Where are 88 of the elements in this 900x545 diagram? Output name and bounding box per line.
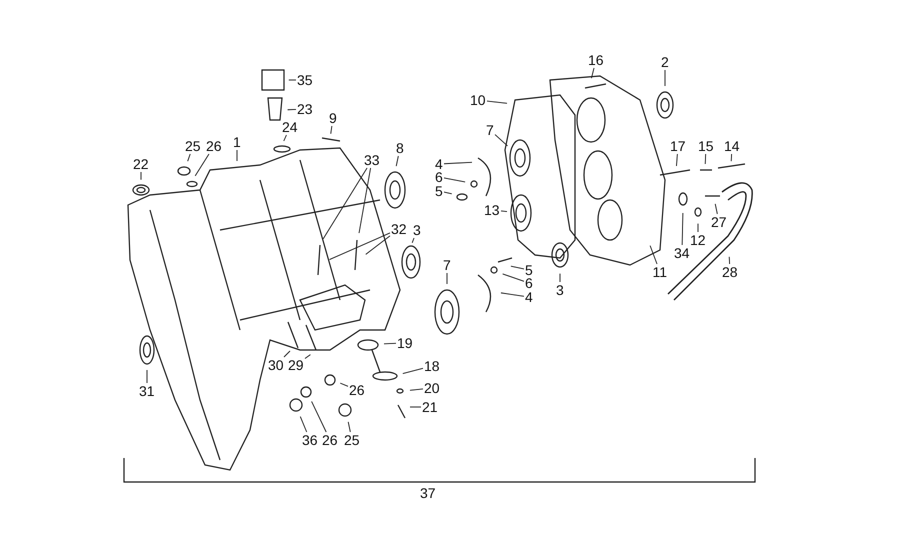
leader-line: [284, 350, 290, 358]
leader-line: [730, 154, 732, 162]
callout-number: 21: [422, 400, 438, 414]
leader-line: [384, 342, 396, 344]
leader-line: [510, 266, 524, 270]
leader-line: [444, 162, 472, 164]
callout-number: 18: [424, 359, 440, 373]
leader-line: [500, 292, 524, 297]
callout-number: 23: [297, 102, 313, 116]
callout-number: 36: [302, 433, 318, 447]
callout-number: 22: [133, 157, 149, 171]
leader-line: [365, 235, 390, 255]
leader-line: [676, 154, 678, 166]
leader-line: [358, 168, 372, 234]
leader-line: [444, 192, 452, 194]
callout-number: 19: [397, 336, 413, 350]
callout-number: 26: [322, 433, 338, 447]
callout-number: 25: [185, 139, 201, 153]
leader-line: [494, 134, 508, 146]
leader-line: [340, 382, 348, 387]
callout-number: 16: [588, 53, 604, 67]
leader-line: [412, 238, 414, 244]
callout-number: 5: [435, 184, 443, 198]
leader-line: [446, 272, 448, 284]
leader-line: [650, 245, 658, 264]
callout-number: 4: [525, 290, 533, 304]
callout-number: 7: [443, 258, 451, 272]
callout-number: 13: [484, 203, 500, 217]
callout-number: 17: [670, 139, 686, 153]
leader-line: [348, 421, 351, 432]
callout-number: 34: [674, 246, 690, 260]
callout-number: 8: [396, 141, 404, 155]
leader-line: [300, 416, 308, 432]
callout-number: 2: [661, 55, 669, 69]
callout-number: 35: [297, 73, 313, 87]
leader-line: [714, 203, 718, 214]
leader-line: [410, 388, 424, 391]
callout-number: 9: [329, 111, 337, 125]
callout-number: 6: [435, 170, 443, 184]
callout-number: 27: [711, 215, 727, 229]
callout-number: 25: [344, 433, 360, 447]
leader-line: [146, 370, 148, 384]
leader-line: [330, 126, 332, 134]
leader-line: [304, 354, 311, 359]
callout-number: 29: [288, 358, 304, 372]
callout-number: 11: [652, 265, 668, 279]
leader-line: [140, 172, 142, 180]
callout-number: 26: [349, 383, 365, 397]
callout-number: 24: [282, 120, 298, 134]
callout-number: 6: [525, 276, 533, 290]
callout-number: 10: [470, 93, 486, 107]
leader-line: [591, 68, 594, 79]
callout-number: 5: [525, 263, 533, 277]
leader-line: [187, 154, 191, 162]
callout-number: 7: [486, 123, 494, 137]
callout-number: 1: [233, 135, 241, 149]
leader-line: [682, 212, 684, 246]
callout-number: 31: [139, 384, 155, 398]
leader-line: [402, 368, 424, 374]
leader-line: [728, 256, 730, 264]
callout-number: 33: [364, 153, 380, 167]
callout-number: 3: [413, 223, 421, 237]
callout-number: 26: [206, 139, 222, 153]
leader-line: [704, 154, 706, 164]
leader-line: [396, 156, 399, 167]
leader-line: [283, 134, 287, 142]
callout-number: 20: [424, 381, 440, 395]
callout-number: 28: [722, 265, 738, 279]
callout-number: 12: [690, 233, 706, 247]
leader-line: [194, 154, 210, 176]
leader-line: [664, 70, 666, 86]
leader-line: [502, 274, 524, 282]
callout-number: 15: [698, 139, 714, 153]
callout-number: 30: [268, 358, 284, 372]
leader-line: [236, 150, 238, 162]
callout-number: 14: [724, 139, 740, 153]
leader-line: [329, 232, 390, 260]
leader-line: [410, 406, 422, 408]
callout-number: 32: [391, 222, 407, 236]
leader-line: [322, 168, 368, 240]
callout-number: 3: [556, 283, 564, 297]
leader-line: [311, 400, 327, 432]
callout-number: 37: [420, 486, 436, 500]
leader-line: [500, 210, 508, 212]
callout-number: 4: [435, 157, 443, 171]
leader-line: [486, 100, 508, 104]
leader-line: [444, 178, 466, 182]
leader-line: [287, 108, 296, 110]
